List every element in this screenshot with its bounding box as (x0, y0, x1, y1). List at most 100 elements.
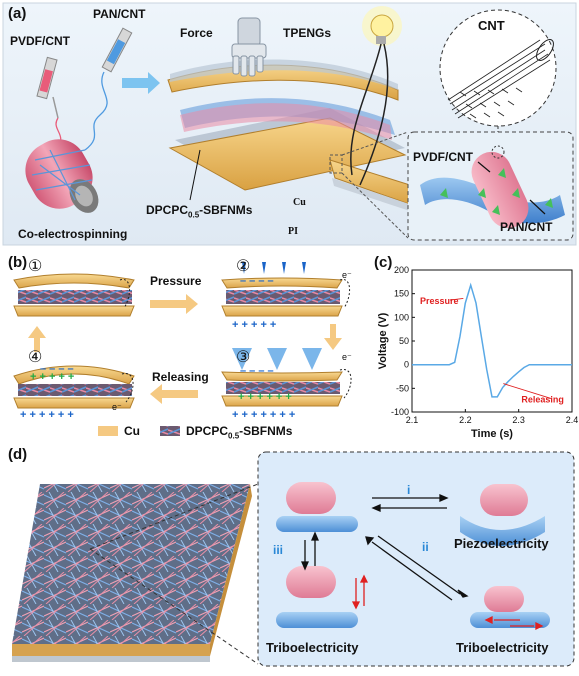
svg-text:– – – –: – – – – (240, 275, 274, 287)
flow-arrow-1-2-icon (150, 294, 198, 314)
y-tick-label-4: 100 (394, 312, 409, 322)
y-tick-label-6: 200 (394, 265, 409, 275)
pi-label: PI (288, 226, 298, 237)
syringe-pvdf-icon (36, 56, 59, 119)
y-axis-label: Voltage (V) (377, 312, 389, 369)
legend-membrane-label: DPCPC0.5-SBFNMs (186, 424, 292, 440)
cnt-zoom (439, 9, 557, 127)
membrane-pointer (189, 149, 201, 201)
mode-ii-label: ii (422, 540, 429, 554)
legend-membrane-swatch (160, 426, 180, 436)
state-1-device (13, 273, 135, 317)
panel-b: – – – – + + + + + – – – – + + + + + + + … (0, 252, 372, 442)
svg-text:– – – –: – – – – (40, 363, 74, 375)
membrane-label: DPCPC0.5-SBFNMs (146, 203, 252, 219)
mode-arrows (301, 494, 469, 601)
x-axis-label: Time (s) (471, 428, 513, 440)
state-3-device (221, 348, 343, 407)
panel-a-illustration (2, 2, 577, 246)
pressure-label: Pressure (150, 274, 202, 288)
flow-arrow-icon (122, 72, 160, 94)
y-tick-label-1: -50 (396, 383, 409, 393)
piezoelectricity-label: Piezoelectricity (454, 536, 549, 551)
mode-i-label: i (407, 483, 411, 497)
annotation-arrow-1 (503, 383, 552, 399)
svg-text:+ + + + + +: + + + + + + (20, 409, 74, 421)
zoom-source-box (329, 154, 343, 174)
dipole-arrows (440, 168, 553, 215)
fiber-membrane-slab (12, 484, 252, 662)
panel-a: (a) PAN/CNT PVDF/CNT Force TPENGs CNT PV… (0, 0, 579, 248)
svg-text:+ + + + +: + + + + + (232, 319, 276, 331)
panel-b-label: (b) (8, 254, 28, 271)
membrane-name: DPCPC (146, 203, 189, 217)
mode-iii-label: iii (273, 543, 284, 557)
state-4-device (13, 365, 135, 409)
panel-b-illustration: – – – – + + + + + – – – – + + + + + + + … (13, 262, 352, 436)
sliding-state (470, 586, 550, 631)
y-tick-label-2: 0 (404, 360, 409, 370)
syringe-pan-icon (84, 27, 133, 151)
x-tick-label-2: 2.3 (512, 415, 525, 425)
tpengs-label: TPENGs (283, 26, 332, 40)
panel-a-label: (a) (8, 5, 27, 22)
fiber-zoom-box (407, 131, 574, 241)
membrane-suffix: -SBFNMs (199, 203, 253, 217)
panel-d: (d) i ii iii Piezoelectricity Triboelect… (0, 444, 579, 671)
step-3: ③ (236, 349, 251, 366)
triboelectricity-right-label: Triboelectricity (456, 640, 549, 655)
series-line-0 (412, 282, 572, 398)
state-2-device (221, 262, 343, 317)
force-label: Force (180, 26, 213, 40)
legend-cu-label: Cu (124, 424, 140, 438)
bent-state (460, 484, 545, 546)
releasing-label: Releasing (152, 370, 209, 384)
flow-arrow-2-3-icon (324, 324, 342, 350)
annotation-label-0: Pressure (420, 296, 459, 306)
y-tick-label-5: 150 (394, 289, 409, 299)
y-tick-label-3: 50 (399, 336, 409, 346)
robot-hand-icon (231, 17, 267, 77)
step-2: ② (236, 258, 251, 275)
svg-text:+ + + + + + +: + + + + + + + (232, 409, 295, 421)
cu-label: Cu (293, 197, 306, 208)
svg-text:+ + + + +: + + + + + (30, 371, 74, 383)
x-tick-label-1: 2.2 (459, 415, 472, 425)
electron-label-2: e⁻ (342, 352, 352, 362)
contact-state (276, 482, 358, 532)
step-1: ① (28, 258, 43, 275)
x-tick-label-0: 2.1 (406, 415, 419, 425)
svg-text:– – – –: – – – – (240, 365, 274, 377)
triboelectricity-left-label: Triboelectricity (266, 640, 359, 655)
x-tick-label-3: 2.4 (566, 415, 579, 425)
flow-arrow-3-4-icon (150, 384, 198, 404)
pan-cnt-zoom-label: PAN/CNT (500, 220, 553, 234)
svg-text:+ + + + + +: + + + + + + (238, 391, 292, 403)
plot-frame (411, 269, 573, 413)
collector-drum-icon (25, 139, 99, 213)
annotation-label-1: Releasing (521, 395, 564, 405)
cnt-label: CNT (478, 18, 505, 33)
panel-d-label: (d) (8, 446, 28, 463)
step-4: ④ (28, 349, 43, 366)
co-electrospinning-label: Co-electrospinning (18, 227, 128, 241)
tpeng-device (167, 59, 413, 212)
y-tick-label-0: -100 (391, 407, 409, 417)
legend-cu-swatch (98, 426, 118, 436)
panel-c-label: (c) (374, 254, 393, 271)
pvdf-cnt-zoom-label: PVDF/CNT (413, 150, 473, 164)
annotation-arrow-0 (449, 297, 464, 301)
panel-d-illustration (12, 451, 575, 667)
electron-label-1: e⁻ (342, 270, 352, 280)
light-bulb-icon (350, 6, 402, 186)
separated-state (276, 566, 369, 628)
charge-signs: – – – – + + + + + – – – – + + + + + + + … (20, 275, 295, 421)
legend-membrane-name: DPCPC (186, 424, 229, 438)
electron-label-3: e⁻ (112, 402, 122, 412)
flow-arrow-4-1-icon (28, 326, 46, 352)
pvdf-cnt-label: PVDF/CNT (10, 34, 70, 48)
legend-membrane-sub: 0.5 (228, 431, 240, 441)
membrane-sub: 0.5 (188, 210, 200, 220)
